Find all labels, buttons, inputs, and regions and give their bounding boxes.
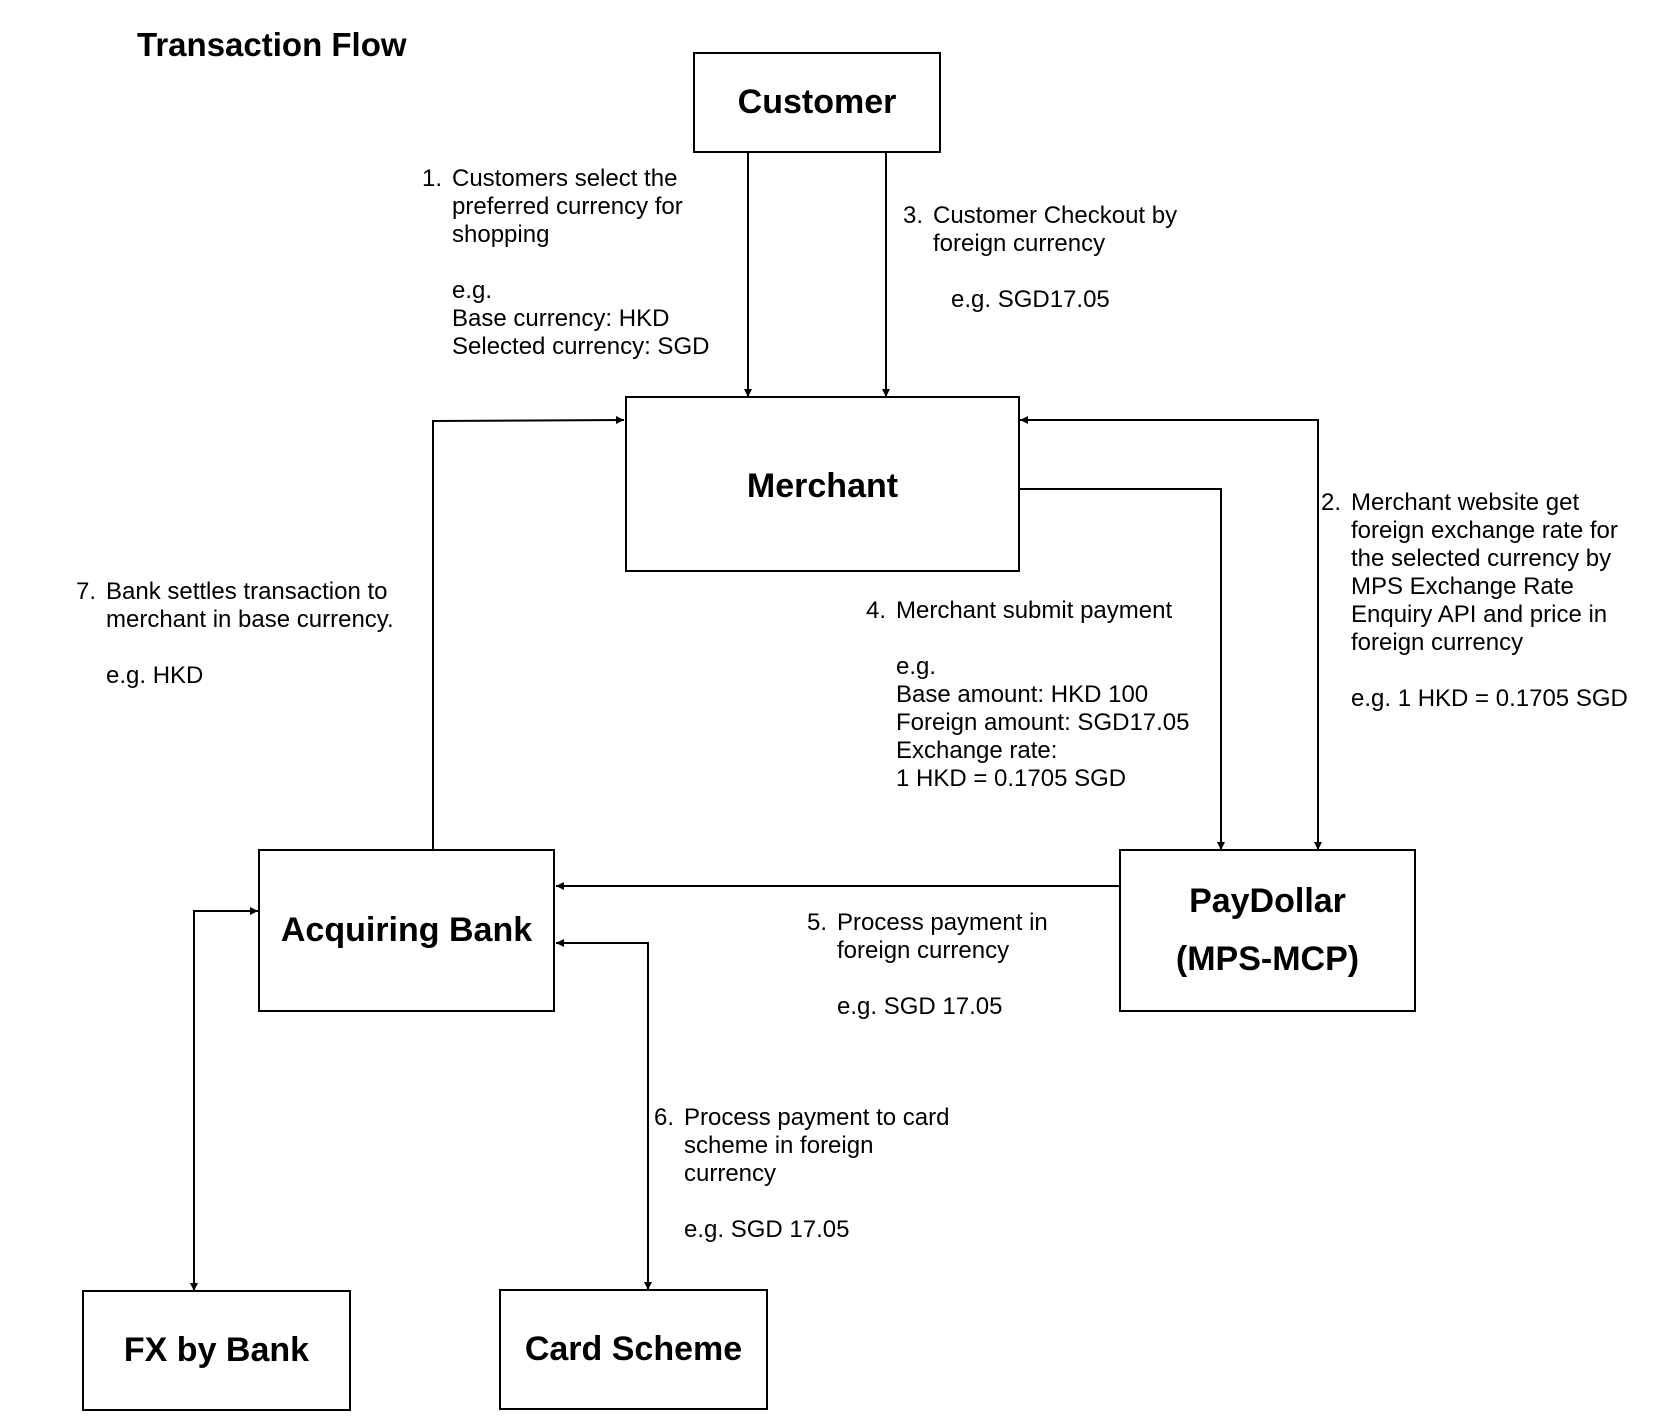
node-paydollar-label-line2: (MPS-MCP): [1175, 939, 1360, 978]
step-example: e.g. SGD 17.05: [837, 993, 1003, 1020]
step-number: 4.: [866, 597, 887, 624]
step-example: e.g. SGD17.05: [951, 286, 1110, 313]
step-number: 2.: [1321, 489, 1342, 516]
page-title: Transaction Flow: [137, 26, 407, 63]
node-acquiring-bank-label: Acquiring Bank: [280, 910, 533, 949]
step-description: Process payment in foreign currency: [837, 909, 1048, 964]
arrow-bank-fx: [190, 907, 258, 1291]
step-example: e.g. Base currency: HKD Selected currenc…: [452, 277, 710, 360]
node-card-scheme: Card Scheme: [499, 1289, 768, 1410]
step-number: 7.: [76, 578, 97, 605]
step-number: 5.: [807, 909, 828, 936]
step-example: e.g. 1 HKD = 0.1705 SGD: [1351, 685, 1628, 712]
step-example: e.g. Base amount: HKD 100 Foreign amount…: [896, 653, 1190, 792]
node-card-scheme-label: Card Scheme: [524, 1329, 743, 1368]
step-example: e.g. SGD 17.05: [684, 1216, 850, 1243]
arrow-bank-card-scheme-step6: [556, 939, 652, 1290]
node-fx-by-bank: FX by Bank: [82, 1290, 351, 1411]
step-2-annotation: 2. Merchant website get foreign exchange…: [1321, 489, 1628, 713]
step-3-annotation: 3. Customer Checkout by foreign currency…: [903, 202, 1177, 314]
arrow-merchant-paydollar-step2: [1020, 416, 1322, 850]
step-number: 1.: [422, 165, 443, 192]
step-description: Process payment to card scheme in foreig…: [684, 1104, 950, 1187]
step-1-annotation: 1. Customers select the preferred curren…: [422, 165, 709, 361]
step-description: Bank settles transaction to merchant in …: [106, 578, 394, 633]
step-description: Customers select the preferred currency …: [452, 165, 683, 248]
step-6-annotation: 6. Process payment to card scheme in for…: [654, 1104, 949, 1244]
node-customer: Customer: [693, 52, 941, 153]
node-acquiring-bank: Acquiring Bank: [258, 849, 555, 1012]
node-paydollar-label-line1: PayDollar: [1189, 881, 1346, 920]
step-number: 3.: [903, 202, 924, 229]
node-paydollar: PayDollar (MPS-MCP): [1119, 849, 1416, 1012]
step-example: e.g. HKD: [106, 662, 204, 689]
arrow-merchant-to-paydollar-step4: [1020, 488, 1225, 850]
node-merchant-label: Merchant: [746, 467, 899, 505]
node-customer-label: Customer: [737, 82, 897, 121]
step-description: Merchant submit payment: [896, 597, 1173, 624]
step-5-annotation: 5. Process payment in foreign currency e…: [807, 909, 1048, 1021]
step-description: Customer Checkout by foreign currency: [933, 202, 1178, 257]
node-merchant: Merchant: [625, 396, 1020, 572]
step-4-annotation: 4. Merchant submit payment e.g. Base amo…: [866, 597, 1190, 793]
node-fx-by-bank-label: FX by Bank: [123, 1330, 310, 1369]
step-7-annotation: 7. Bank settles transaction to merchant …: [76, 578, 394, 690]
step-number: 6.: [654, 1104, 675, 1131]
step-description: Merchant website get foreign exchange ra…: [1351, 489, 1618, 656]
arrow-bank-to-merchant-step7: [432, 416, 625, 850]
